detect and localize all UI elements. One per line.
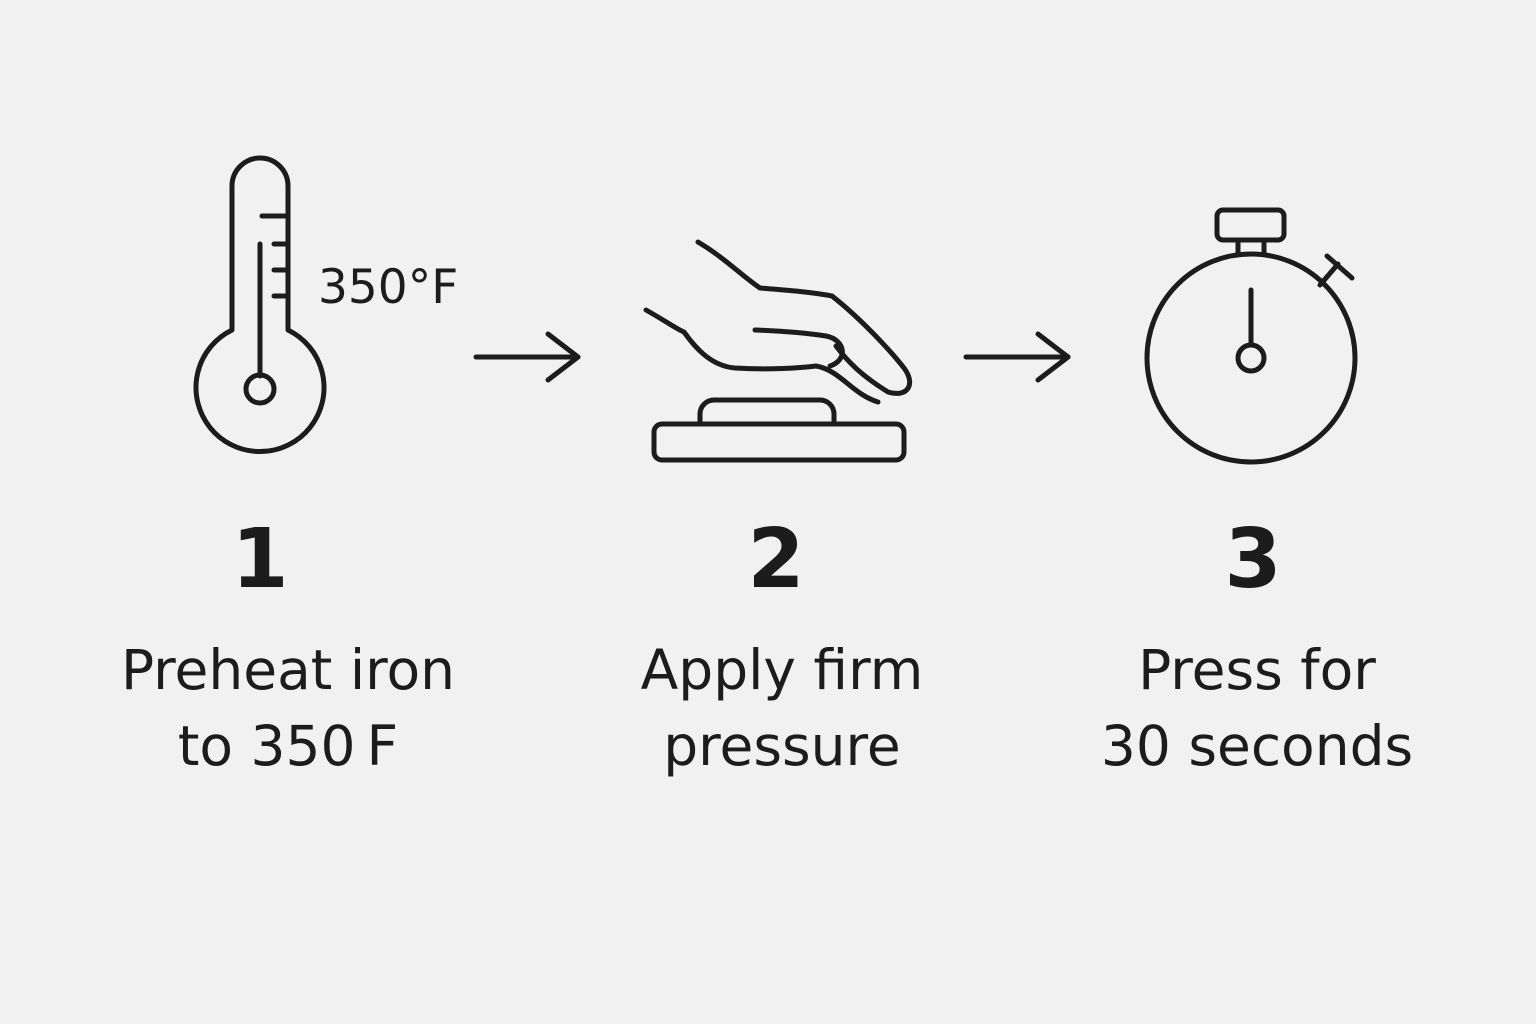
temperature-callout: 350°F — [318, 260, 459, 315]
stopwatch-side-knob — [1320, 264, 1338, 285]
hand-palm — [646, 310, 878, 402]
step-number-2: 2 — [747, 512, 805, 607]
hand-back — [698, 242, 910, 393]
stopwatch-button — [1217, 210, 1284, 240]
step-label-line: 30 seconds — [1100, 714, 1414, 778]
step-label-1: Preheat iron to 350 F — [78, 632, 498, 784]
step-label-line: to 350 F — [177, 714, 399, 778]
arrow-right-icon — [966, 334, 1068, 380]
stopwatch-pivot — [1238, 345, 1264, 371]
thermometer-outline — [196, 158, 324, 452]
stopwatch-icon — [1147, 210, 1355, 462]
press-base — [654, 424, 904, 460]
step-number-3: 3 — [1224, 512, 1282, 607]
step-label-line: Preheat iron — [120, 638, 456, 702]
thermometer-icon — [196, 158, 324, 452]
step-label-3: Press for 30 seconds — [1047, 632, 1467, 784]
step-label-line: pressure — [663, 714, 901, 778]
step-label-line: Press for — [1138, 638, 1376, 702]
press-button — [700, 400, 834, 424]
step-label-2: Apply firm pressure — [572, 632, 992, 784]
stopwatch-side-knob-cap — [1327, 256, 1352, 278]
hand-thumb — [755, 330, 842, 366]
step-number-1: 1 — [231, 512, 289, 607]
step-label-line: Apply firm — [640, 638, 924, 702]
arrow-right-icon — [476, 334, 578, 380]
thermometer-bulb — [246, 375, 274, 403]
hand-pressing-icon — [646, 242, 910, 460]
stopwatch-face — [1147, 254, 1355, 462]
